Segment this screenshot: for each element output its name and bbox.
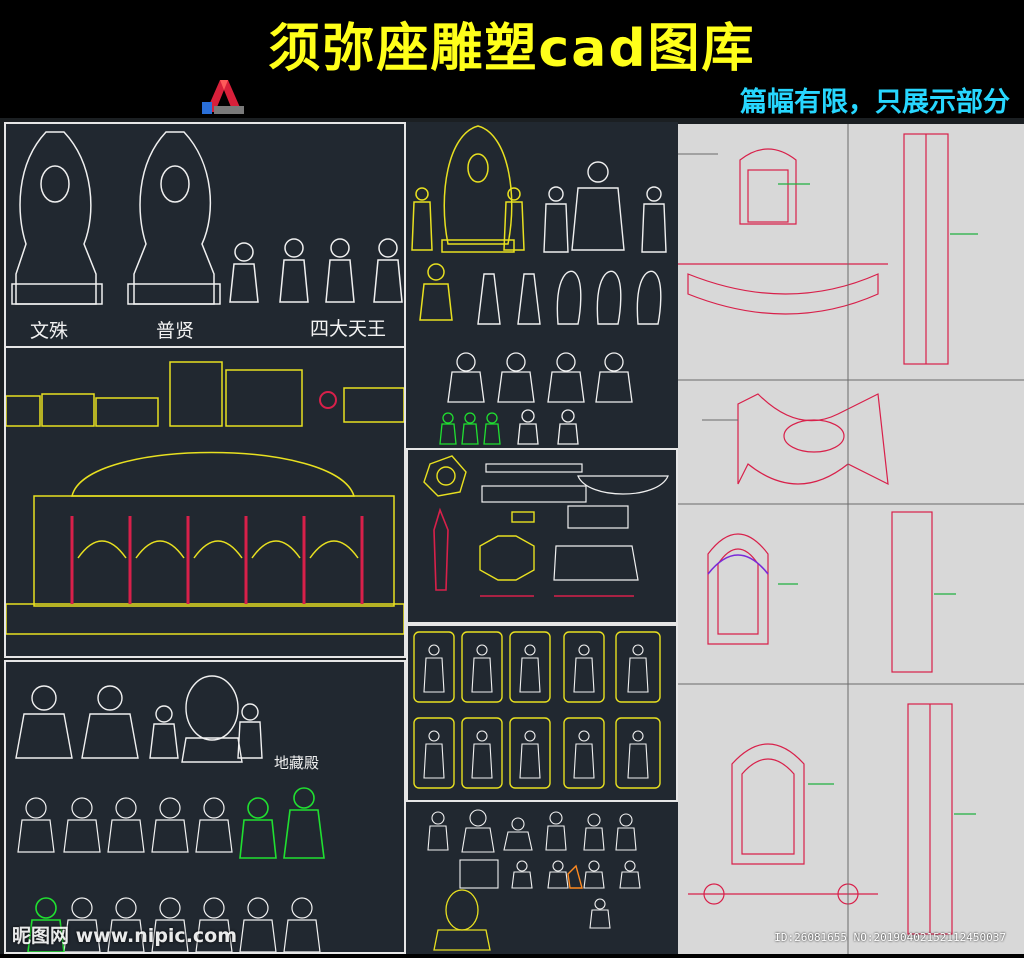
pedestal-drawings (423, 455, 669, 597)
panel-niche-cad-details (678, 124, 1024, 954)
cad-preview-collage: 文殊 普贤 四大天王 (0, 118, 1024, 954)
panel-throne-elevation (4, 346, 406, 658)
watermark-id: ID:26081655 NO:20190402152112450037 (774, 931, 1006, 944)
subtitle: 篇幅有限，只展示部分 (740, 87, 1010, 118)
watermark-logo: 昵图网 www.nipic.com (12, 925, 238, 947)
panel-pedestal-details (406, 448, 678, 624)
label-ksitigarbha-hall: 地藏殿 (274, 754, 320, 772)
guardian-drawings (439, 352, 633, 445)
header: 须弥座雕塑cad图库 篇幅有限，只展示部分 (0, 0, 1024, 118)
panel-buddha-statues (406, 122, 678, 342)
label-manjusri: 文殊 (30, 320, 69, 342)
arhat-drawings (413, 631, 661, 789)
small-statue-drawings (427, 809, 641, 951)
statue-drawings (11, 131, 403, 305)
panel-bodhisattva-statues: 文殊 普贤 四大天王 (4, 122, 406, 348)
panel-small-statues (406, 802, 678, 954)
ksitigarbha-drawings (15, 675, 325, 953)
panel-arhat-frames (406, 624, 678, 802)
throne-drawing (5, 361, 405, 635)
panel-guardian-kings (406, 342, 678, 450)
niche-cad-drawings (678, 124, 1024, 954)
label-samantabhadra: 普贤 (156, 320, 195, 342)
label-four-heavenly-kings: 四大天王 (310, 318, 387, 340)
panel-ksitigarbha-hall: 地藏殿 (4, 660, 406, 954)
buddha-drawings (411, 125, 667, 325)
autocad-icon (202, 76, 246, 116)
page-title: 须弥座雕塑cad图库 (268, 19, 756, 79)
